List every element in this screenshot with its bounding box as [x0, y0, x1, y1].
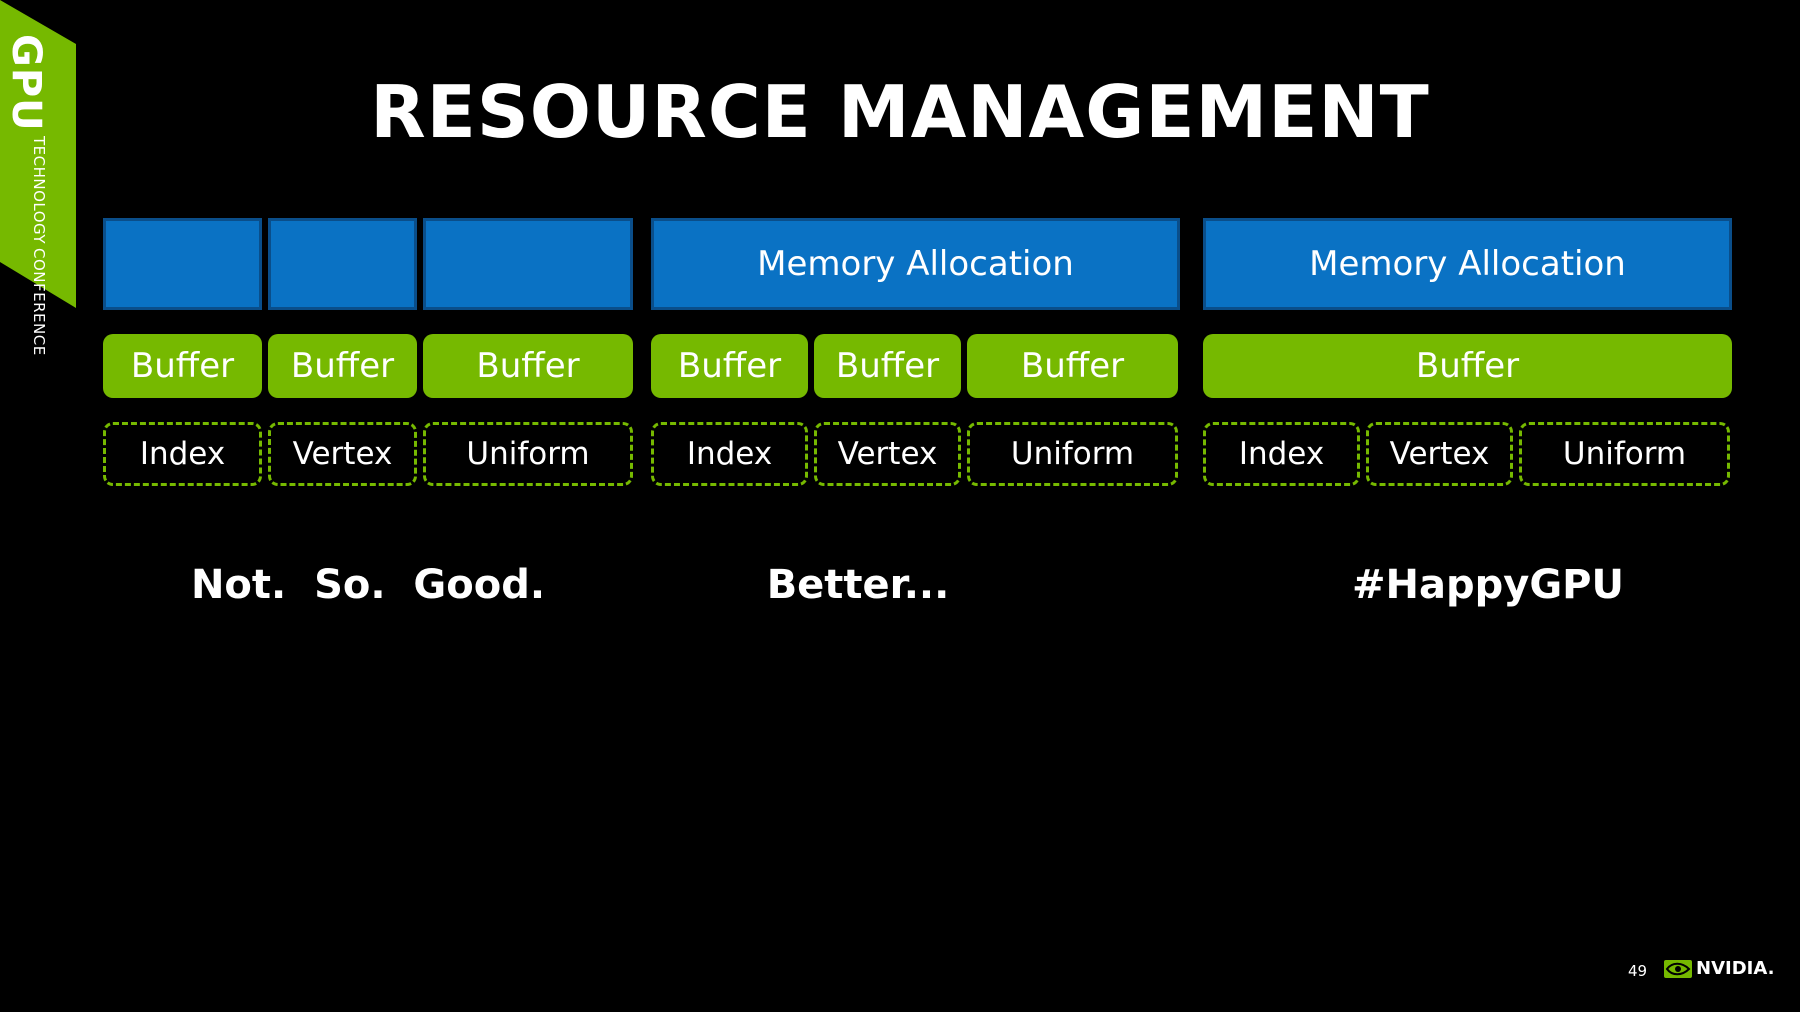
- group-happy-gpu: Memory Allocation Buffer Index Vertex Un…: [1203, 218, 1733, 488]
- buffer-row: Buffer Buffer Buffer: [651, 334, 1178, 398]
- usage-uniform: Uniform: [967, 422, 1178, 486]
- caption-not-so-good: Not. So. Good.: [190, 562, 546, 608]
- memory-allocation-block: [103, 218, 262, 310]
- memory-row: Memory Allocation: [1203, 218, 1732, 310]
- memory-allocation-block: Memory Allocation: [651, 218, 1180, 310]
- buffer-row: Buffer: [1203, 334, 1732, 398]
- gtc-badge-text: GPU TECHNOLOGY CONFERENCE: [3, 34, 49, 356]
- usage-uniform: Uniform: [423, 422, 633, 486]
- buffer-block: Buffer: [103, 334, 262, 398]
- usage-uniform: Uniform: [1519, 422, 1730, 486]
- gtc-gpu-label: GPU: [3, 34, 49, 132]
- group-not-so-good: Buffer Buffer Buffer Index Vertex Unifor…: [103, 218, 633, 488]
- buffer-block: Buffer: [1203, 334, 1732, 398]
- caption-better: Better...: [766, 562, 950, 608]
- usage-vertex: Vertex: [268, 422, 417, 486]
- usage-vertex: Vertex: [814, 422, 961, 486]
- buffer-block: Buffer: [814, 334, 961, 398]
- nvidia-logo: NVIDIA.: [1664, 958, 1774, 979]
- usage-index: Index: [103, 422, 262, 486]
- usage-index: Index: [1203, 422, 1360, 486]
- buffer-block: Buffer: [268, 334, 417, 398]
- memory-allocation-block: Memory Allocation: [1203, 218, 1732, 310]
- usage-row: Index Vertex Uniform: [1203, 422, 1730, 486]
- memory-allocation-block: [423, 218, 633, 310]
- memory-row: [103, 218, 633, 310]
- gtc-badge-shape: [0, 0, 76, 308]
- slide-title: RESOURCE MANAGEMENT: [370, 70, 1430, 154]
- buffer-block: Buffer: [967, 334, 1178, 398]
- usage-row: Index Vertex Uniform: [651, 422, 1178, 486]
- gtc-technology-label: TECHNOLOGY: [30, 135, 48, 244]
- buffer-row: Buffer Buffer Buffer: [103, 334, 633, 398]
- memory-row: Memory Allocation: [651, 218, 1180, 310]
- page-number: 49: [1628, 962, 1648, 980]
- usage-vertex: Vertex: [1366, 422, 1513, 486]
- memory-allocation-block: [268, 218, 417, 310]
- nvidia-wordmark: NVIDIA.: [1696, 958, 1775, 979]
- caption-happy-gpu: #HappyGPU: [1352, 562, 1624, 608]
- usage-row: Index Vertex Uniform: [103, 422, 633, 486]
- gtc-conference-label: CONFERENCE: [30, 247, 48, 356]
- nvidia-eye-icon: [1664, 959, 1692, 978]
- buffer-block: Buffer: [423, 334, 633, 398]
- usage-index: Index: [651, 422, 808, 486]
- buffer-block: Buffer: [651, 334, 808, 398]
- gtc-badge: GPU TECHNOLOGY CONFERENCE: [0, 0, 76, 355]
- group-better: Memory Allocation Buffer Buffer Buffer I…: [651, 218, 1181, 488]
